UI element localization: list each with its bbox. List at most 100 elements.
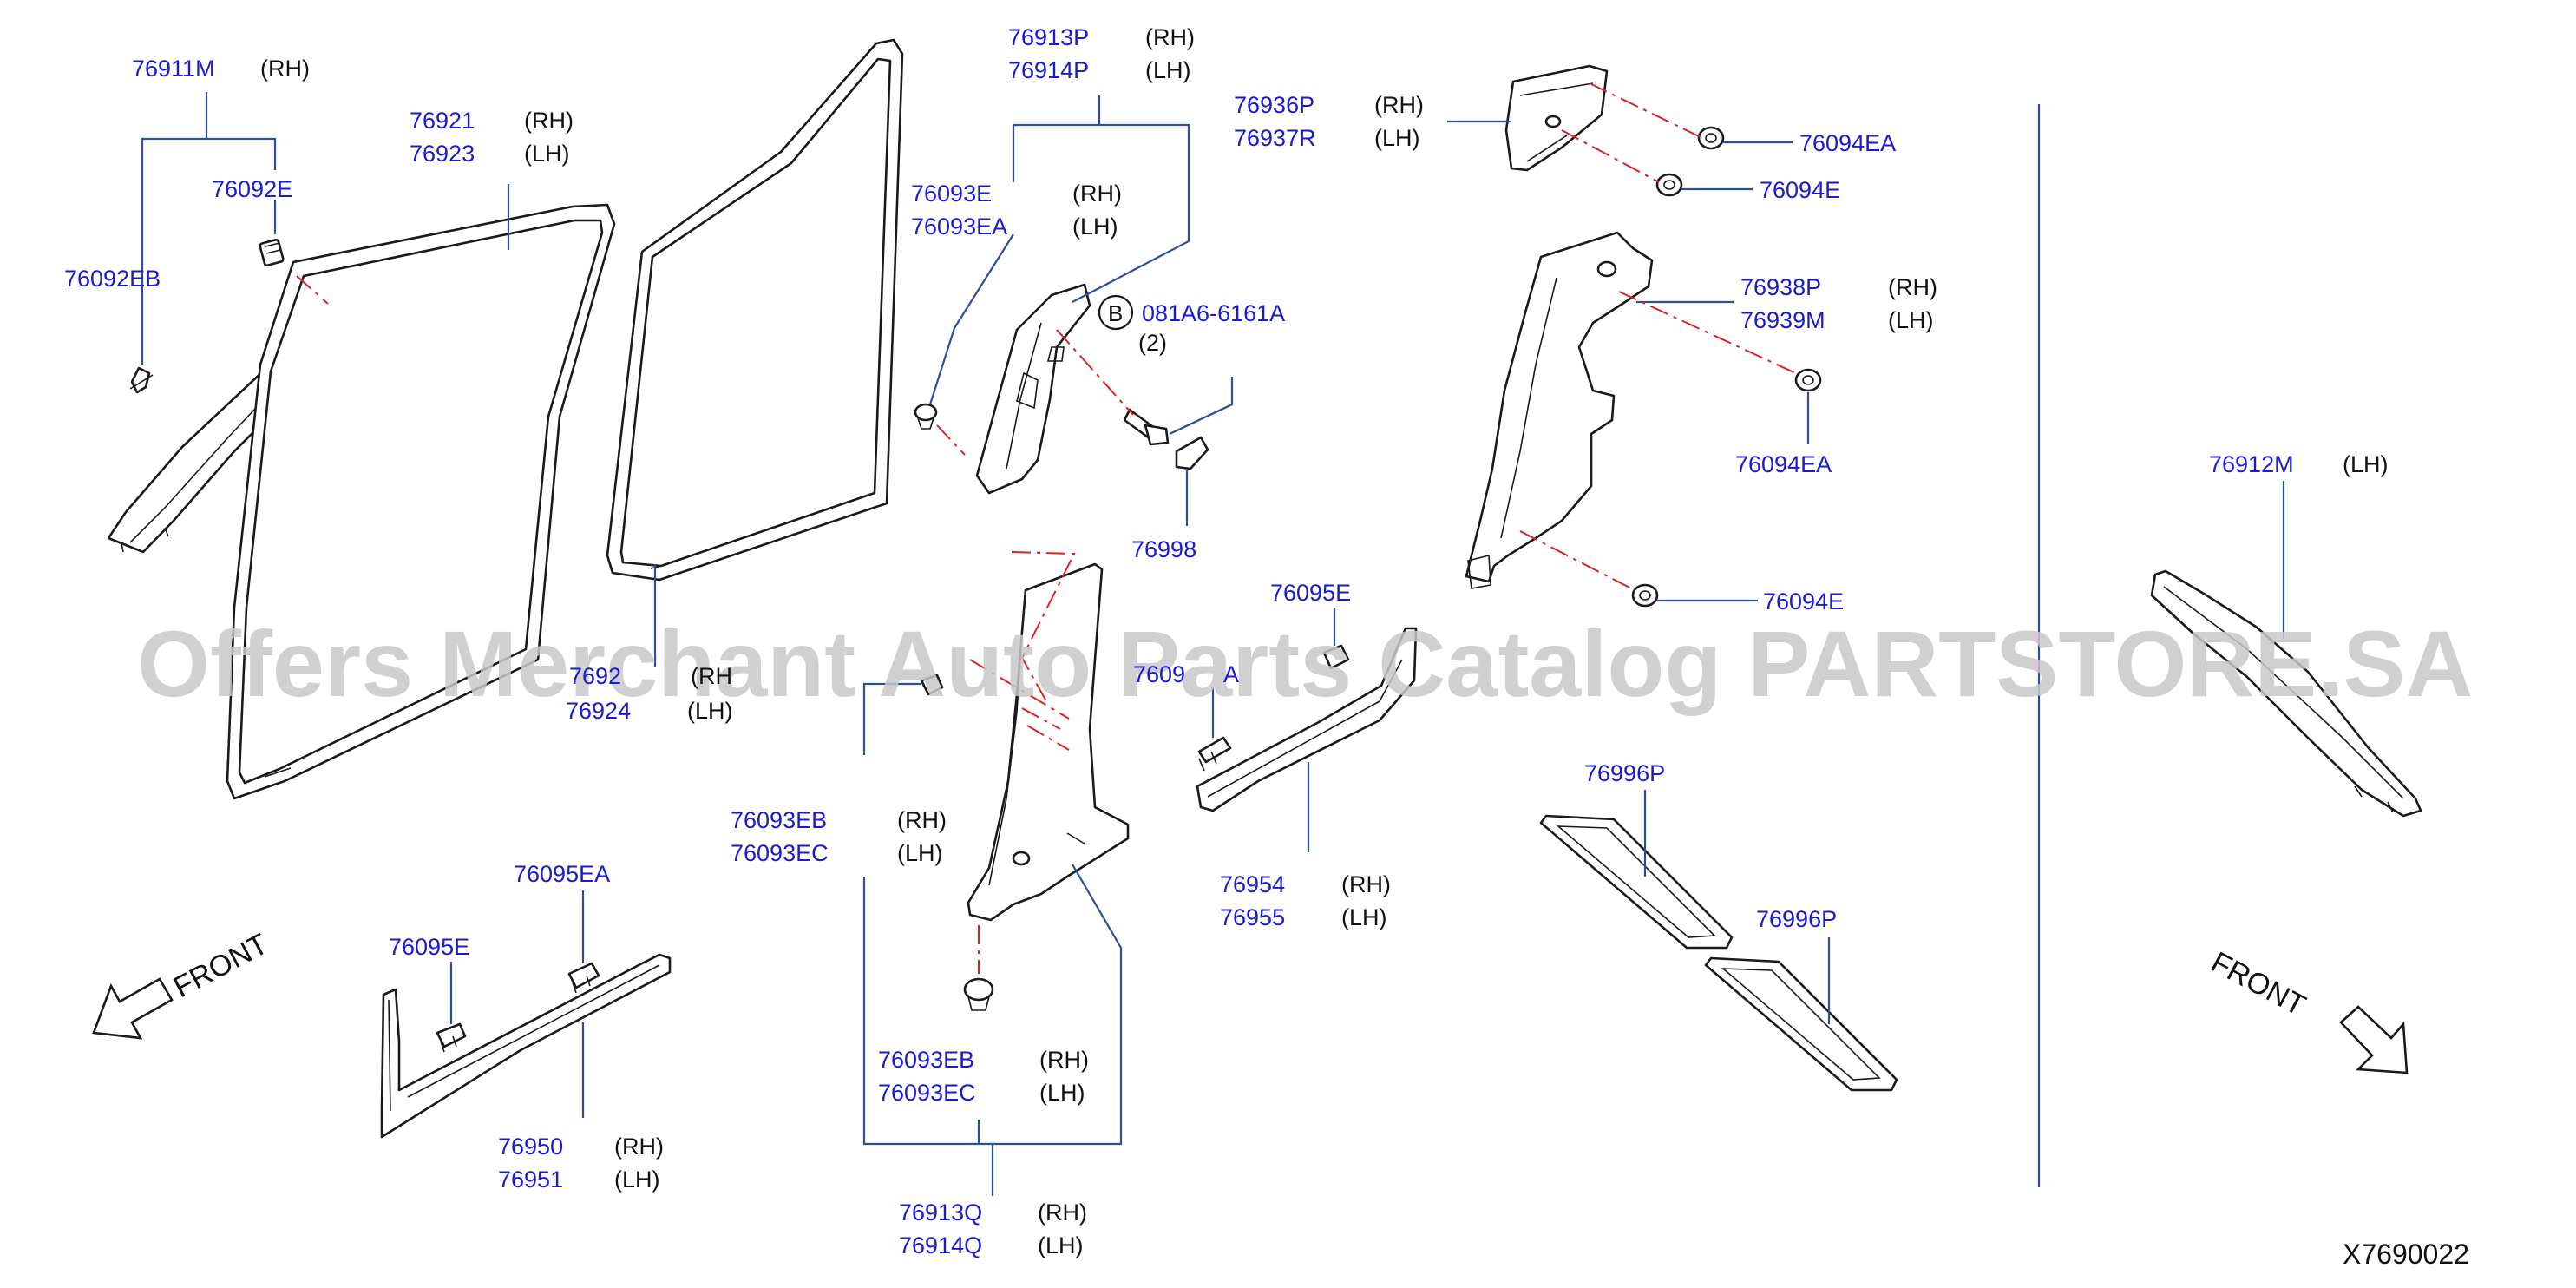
label-76093ec-top: 76093EC xyxy=(731,840,829,866)
label-76922: 7692 xyxy=(569,663,621,689)
part-76921-weatherstrip xyxy=(226,203,616,800)
label-76924: 76924 xyxy=(566,698,631,724)
part-76936p-trim xyxy=(1504,64,1609,172)
part-76095e-clip-right xyxy=(1322,644,1350,670)
label-76921: 76921 xyxy=(410,108,475,134)
label-76955: 76955 xyxy=(1220,904,1285,930)
label-76939m: 76939M xyxy=(1740,307,1825,333)
label-76996p-2: 76996P xyxy=(1756,906,1837,932)
part-76093eb-clip-bottom xyxy=(963,977,994,1011)
label-76939m-side: (LH) xyxy=(1888,307,1934,333)
front-arrow-left-icon xyxy=(92,977,174,1040)
label-76954: 76954 xyxy=(1220,871,1285,897)
label-76094e-mid: 76094E xyxy=(1763,588,1844,614)
label-76954-side: (RH) xyxy=(1341,871,1391,897)
label-76094ea-mid: 76094EA xyxy=(1735,451,1832,477)
label-76093eb-bottom-side: (RH) xyxy=(1039,1047,1089,1073)
part-76092e-clip xyxy=(259,238,285,267)
bolt-marker-letter: B xyxy=(1108,300,1123,326)
label-76093eb-bottom: 76093EB xyxy=(878,1047,974,1073)
part-76093eb-clip-top xyxy=(920,674,944,696)
part-76913p-pillar-upper xyxy=(975,283,1091,495)
label-76092e: 76092E xyxy=(212,176,292,202)
label-76093ec-bottom: 76093EC xyxy=(878,1080,976,1106)
part-76950-kick-plate xyxy=(380,953,672,1139)
label-081a6-6161a: 081A6-6161A xyxy=(1142,300,1285,326)
bolt-marker-b: B xyxy=(1098,294,1134,331)
part-76093e-clip xyxy=(914,403,938,430)
label-76095e-left: 76095E xyxy=(389,934,469,960)
part-76954-kick-plate xyxy=(1196,627,1418,812)
label-76921-side: (RH) xyxy=(524,108,574,134)
label-76950-side: (RH) xyxy=(614,1134,664,1160)
callout-labels: 76911M (RH) 76092E 76092EB 76921 (RH) 76… xyxy=(64,24,2389,1258)
label-76951-side: (LH) xyxy=(614,1166,660,1193)
label-76911m: 76911M xyxy=(132,56,215,82)
label-76093ea: 76093EA xyxy=(911,214,1007,240)
label-76923: 76923 xyxy=(410,141,475,167)
label-76914p: 76914P xyxy=(1008,57,1089,83)
part-76092eb-clip xyxy=(129,366,154,394)
part-76998-cap xyxy=(1175,436,1209,470)
label-76093ec-top-side: (LH) xyxy=(897,840,943,866)
dash-lines xyxy=(296,82,1800,974)
label-76998: 76998 xyxy=(1131,536,1196,562)
part-76912m-trim xyxy=(2150,569,2422,818)
label-76913p-side: (RH) xyxy=(1145,24,1195,50)
label-76938p: 76938P xyxy=(1740,274,1821,300)
label-76914q-side: (LH) xyxy=(1038,1232,1084,1258)
front-label-right: FRONT xyxy=(2206,946,2311,1023)
label-081a6-qty: (2) xyxy=(1138,330,1167,356)
label-76095ea-right-tail: A xyxy=(1223,661,1239,687)
part-76922-weatherstrip xyxy=(606,38,904,582)
label-76938p-side: (RH) xyxy=(1888,274,1937,300)
label-76950: 76950 xyxy=(498,1134,563,1160)
label-76996p-1: 76996P xyxy=(1584,760,1665,786)
label-76093e-side: (RH) xyxy=(1072,181,1122,207)
label-76092eb: 76092EB xyxy=(64,266,161,292)
label-76937r-side: (LH) xyxy=(1374,125,1420,151)
label-76923-side: (LH) xyxy=(524,141,570,167)
label-76093ec-bottom-side: (LH) xyxy=(1039,1080,1085,1106)
label-76911m-side: (RH) xyxy=(260,56,310,82)
label-76937r: 76937R xyxy=(1234,125,1316,151)
label-76095e-right: 76095E xyxy=(1270,580,1351,606)
front-indicator-right: FRONT xyxy=(2206,946,2409,1074)
label-76094ea-top: 76094EA xyxy=(1799,130,1896,156)
label-76913p: 76913P xyxy=(1008,24,1089,50)
label-76093eb-top: 76093EB xyxy=(731,807,827,833)
part-081a6-bolt xyxy=(1123,408,1170,446)
label-76912m: 76912M xyxy=(2209,451,2294,477)
part-76094ea-clip-mid xyxy=(1794,368,1822,392)
label-76913q: 76913Q xyxy=(899,1199,982,1226)
part-76938p-trim xyxy=(1465,231,1654,589)
label-76095ea-left: 76095EA xyxy=(514,861,610,887)
label-76955-side: (LH) xyxy=(1341,904,1387,930)
front-indicator-left: FRONT xyxy=(92,928,273,1040)
label-76093e: 76093E xyxy=(911,181,992,207)
label-76936p: 76936P xyxy=(1234,92,1314,118)
label-76936p-side: (RH) xyxy=(1374,92,1424,118)
part-76996p-sill-plate-1 xyxy=(1539,814,1734,950)
front-arrow-right-icon xyxy=(2339,1005,2409,1074)
part-76095ea-clip-left xyxy=(567,962,600,994)
label-76924-side: (LH) xyxy=(687,698,733,724)
part-76095ea-clip-right xyxy=(1197,736,1232,772)
label-76093eb-top-side: (RH) xyxy=(897,807,947,833)
part-76913q-pillar-lower xyxy=(967,562,1130,922)
label-76951: 76951 xyxy=(498,1166,563,1193)
label-76093ea-side: (LH) xyxy=(1072,214,1118,240)
part-76094ea-clip-top xyxy=(1697,126,1725,150)
watermark: Offers Merchant Auto Parts Catalog PARTS… xyxy=(137,611,2473,716)
part-76996p-sill-plate-2 xyxy=(1704,956,1898,1092)
label-76922-side: (RH xyxy=(691,663,732,689)
label-76913q-side: (RH) xyxy=(1038,1199,1087,1226)
label-76095ea-right: 7609 xyxy=(1133,661,1185,687)
label-76914p-side: (LH) xyxy=(1145,57,1191,83)
label-76912m-side: (LH) xyxy=(2343,451,2389,477)
part-76094e-clip-mid xyxy=(1631,583,1659,608)
label-76914q: 76914Q xyxy=(899,1232,982,1258)
part-76094e-clip-top xyxy=(1655,173,1683,197)
front-label-left: FRONT xyxy=(168,928,273,1005)
